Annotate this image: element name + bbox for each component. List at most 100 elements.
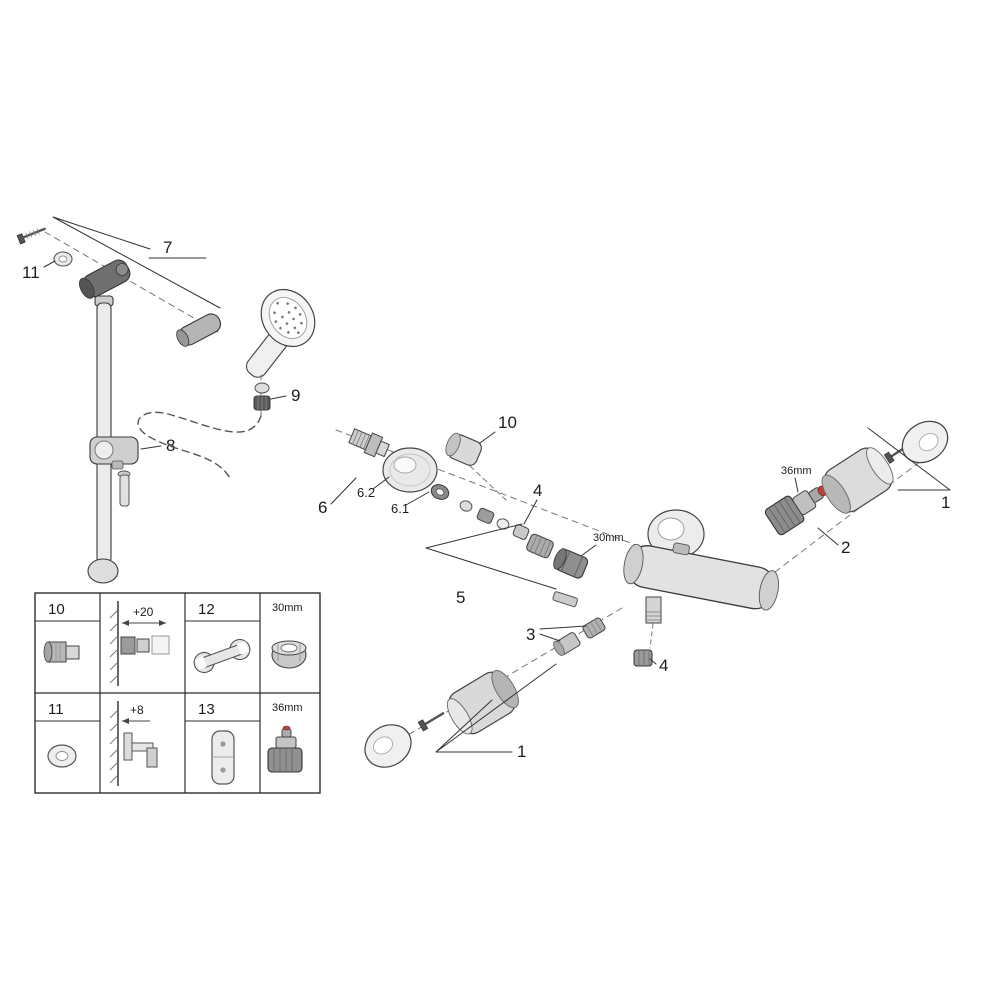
rail-bracket [79, 259, 131, 299]
callout-9: 9 [291, 386, 300, 405]
legend-cell-12: 12 [185, 601, 260, 674]
sleeve-part [476, 507, 495, 524]
legend-dim-36mm: 36mm [272, 702, 303, 714]
spray-dots [273, 301, 303, 335]
dim-36mm: 36mm [781, 465, 812, 477]
callout-10: 10 [498, 413, 517, 432]
retaining-clip [552, 591, 578, 608]
legend-table: 10 +20 12 [34, 592, 321, 794]
socket-tool-icon [211, 730, 235, 785]
wall-hatch-bottom [109, 709, 119, 784]
callout-5-wedge [425, 523, 557, 590]
callout-7-wedge [52, 216, 221, 309]
wall-flange [647, 509, 705, 559]
mixer-assembly: 6 6.2 6.1 10 [318, 413, 951, 768]
inlet-fitting [348, 428, 390, 458]
callout-1-right-lines [867, 427, 951, 491]
left-handle-cap [364, 724, 412, 768]
slider-pin [117, 470, 131, 507]
nut-icon [271, 640, 307, 669]
callout-10-leader [479, 431, 496, 444]
callout-6-leader [330, 477, 357, 505]
callout-5: 5 [456, 588, 465, 607]
washer-a [459, 500, 473, 512]
escutcheon [382, 447, 438, 493]
callout-2-leader [817, 527, 839, 546]
callout-7: 7 [163, 238, 172, 257]
legend-cell-wall-top: +20 [109, 601, 170, 686]
hose-nut [253, 395, 271, 411]
wall-fitting-icons [120, 635, 170, 655]
callout-4-top: 4 [533, 481, 542, 500]
washer-b [496, 518, 510, 530]
legend-cell-13: 13 [185, 701, 260, 785]
washer-icon [47, 744, 77, 768]
thermostat-cartridge [764, 485, 828, 536]
cartridge-icon [267, 725, 303, 773]
rail-foot [87, 558, 119, 584]
legend-label-12: 12 [198, 601, 215, 618]
legend-cell-cartridge: 36mm [267, 702, 303, 773]
dim-30mm: 30mm [593, 532, 624, 544]
part-4-top [512, 524, 530, 540]
mixer-body [623, 542, 779, 611]
callout-1-bottom-lines [435, 663, 557, 753]
legend-cell-10: 10 [35, 601, 100, 663]
legend-label-13: 13 [198, 701, 215, 718]
callout-8: 8 [166, 436, 175, 455]
outlet-axis [649, 623, 654, 649]
legend-cell-wall-bottom: +8 [109, 701, 158, 786]
check-valve-a [582, 617, 606, 639]
left-handle [446, 670, 519, 735]
callout-1-right: 1 [941, 493, 950, 512]
cap-part-10 [445, 432, 482, 466]
callout-6-1: 6.1 [391, 501, 409, 516]
seal-washer [430, 484, 450, 500]
check-valve-b [553, 632, 581, 656]
shower-hose [137, 411, 262, 479]
legend-cell-nut: 30mm [271, 602, 307, 669]
callout-11: 11 [22, 263, 40, 282]
callout-1-bottom: 1 [517, 742, 526, 761]
legend-cell-11: 11 [35, 701, 100, 768]
callout-6-2-leader [372, 476, 390, 490]
callout-11-leader [43, 260, 56, 268]
legend-gridlines [35, 593, 320, 793]
callout-6: 6 [318, 498, 327, 517]
wall-washer [53, 251, 73, 267]
cap-part-4-bottom [633, 649, 653, 667]
cap-10-axis [469, 465, 507, 501]
legend-label-11: 11 [48, 701, 64, 718]
rail-slider [89, 436, 139, 470]
callout-4-top-leader [523, 499, 538, 525]
cap-part-icon [43, 641, 80, 663]
right-handle-cap [901, 420, 949, 464]
mount-axis-line [44, 231, 219, 333]
legend-dim-30mm: 30mm [272, 602, 303, 614]
hand-shower [245, 288, 316, 378]
connector-part [526, 533, 554, 559]
callout-2: 2 [841, 538, 850, 557]
dim-36mm-leader [794, 477, 799, 493]
shower-rail [87, 295, 119, 584]
right-handle [821, 447, 894, 514]
legend-dim-plus20: +20 [133, 605, 154, 619]
callout-4-bottom-leader [649, 658, 657, 665]
callout-3: 3 [526, 625, 535, 644]
callout-6-1-leader [405, 491, 430, 506]
wall-hatch-top [109, 609, 119, 684]
union-nut-30mm [553, 548, 589, 579]
mount-screw [16, 227, 46, 245]
rail-end-grip [176, 313, 222, 347]
dim-30mm-leader [580, 544, 597, 557]
callout-9-leader [270, 395, 287, 400]
shower-head-face [260, 288, 316, 348]
callout-3-leaders [539, 625, 587, 642]
outlet-nipple [645, 596, 662, 624]
legend-label-10: 10 [48, 601, 65, 618]
callout-4-bottom: 4 [659, 656, 668, 675]
legend-dim-plus8: +8 [130, 703, 144, 717]
wrench-icon [193, 638, 251, 674]
